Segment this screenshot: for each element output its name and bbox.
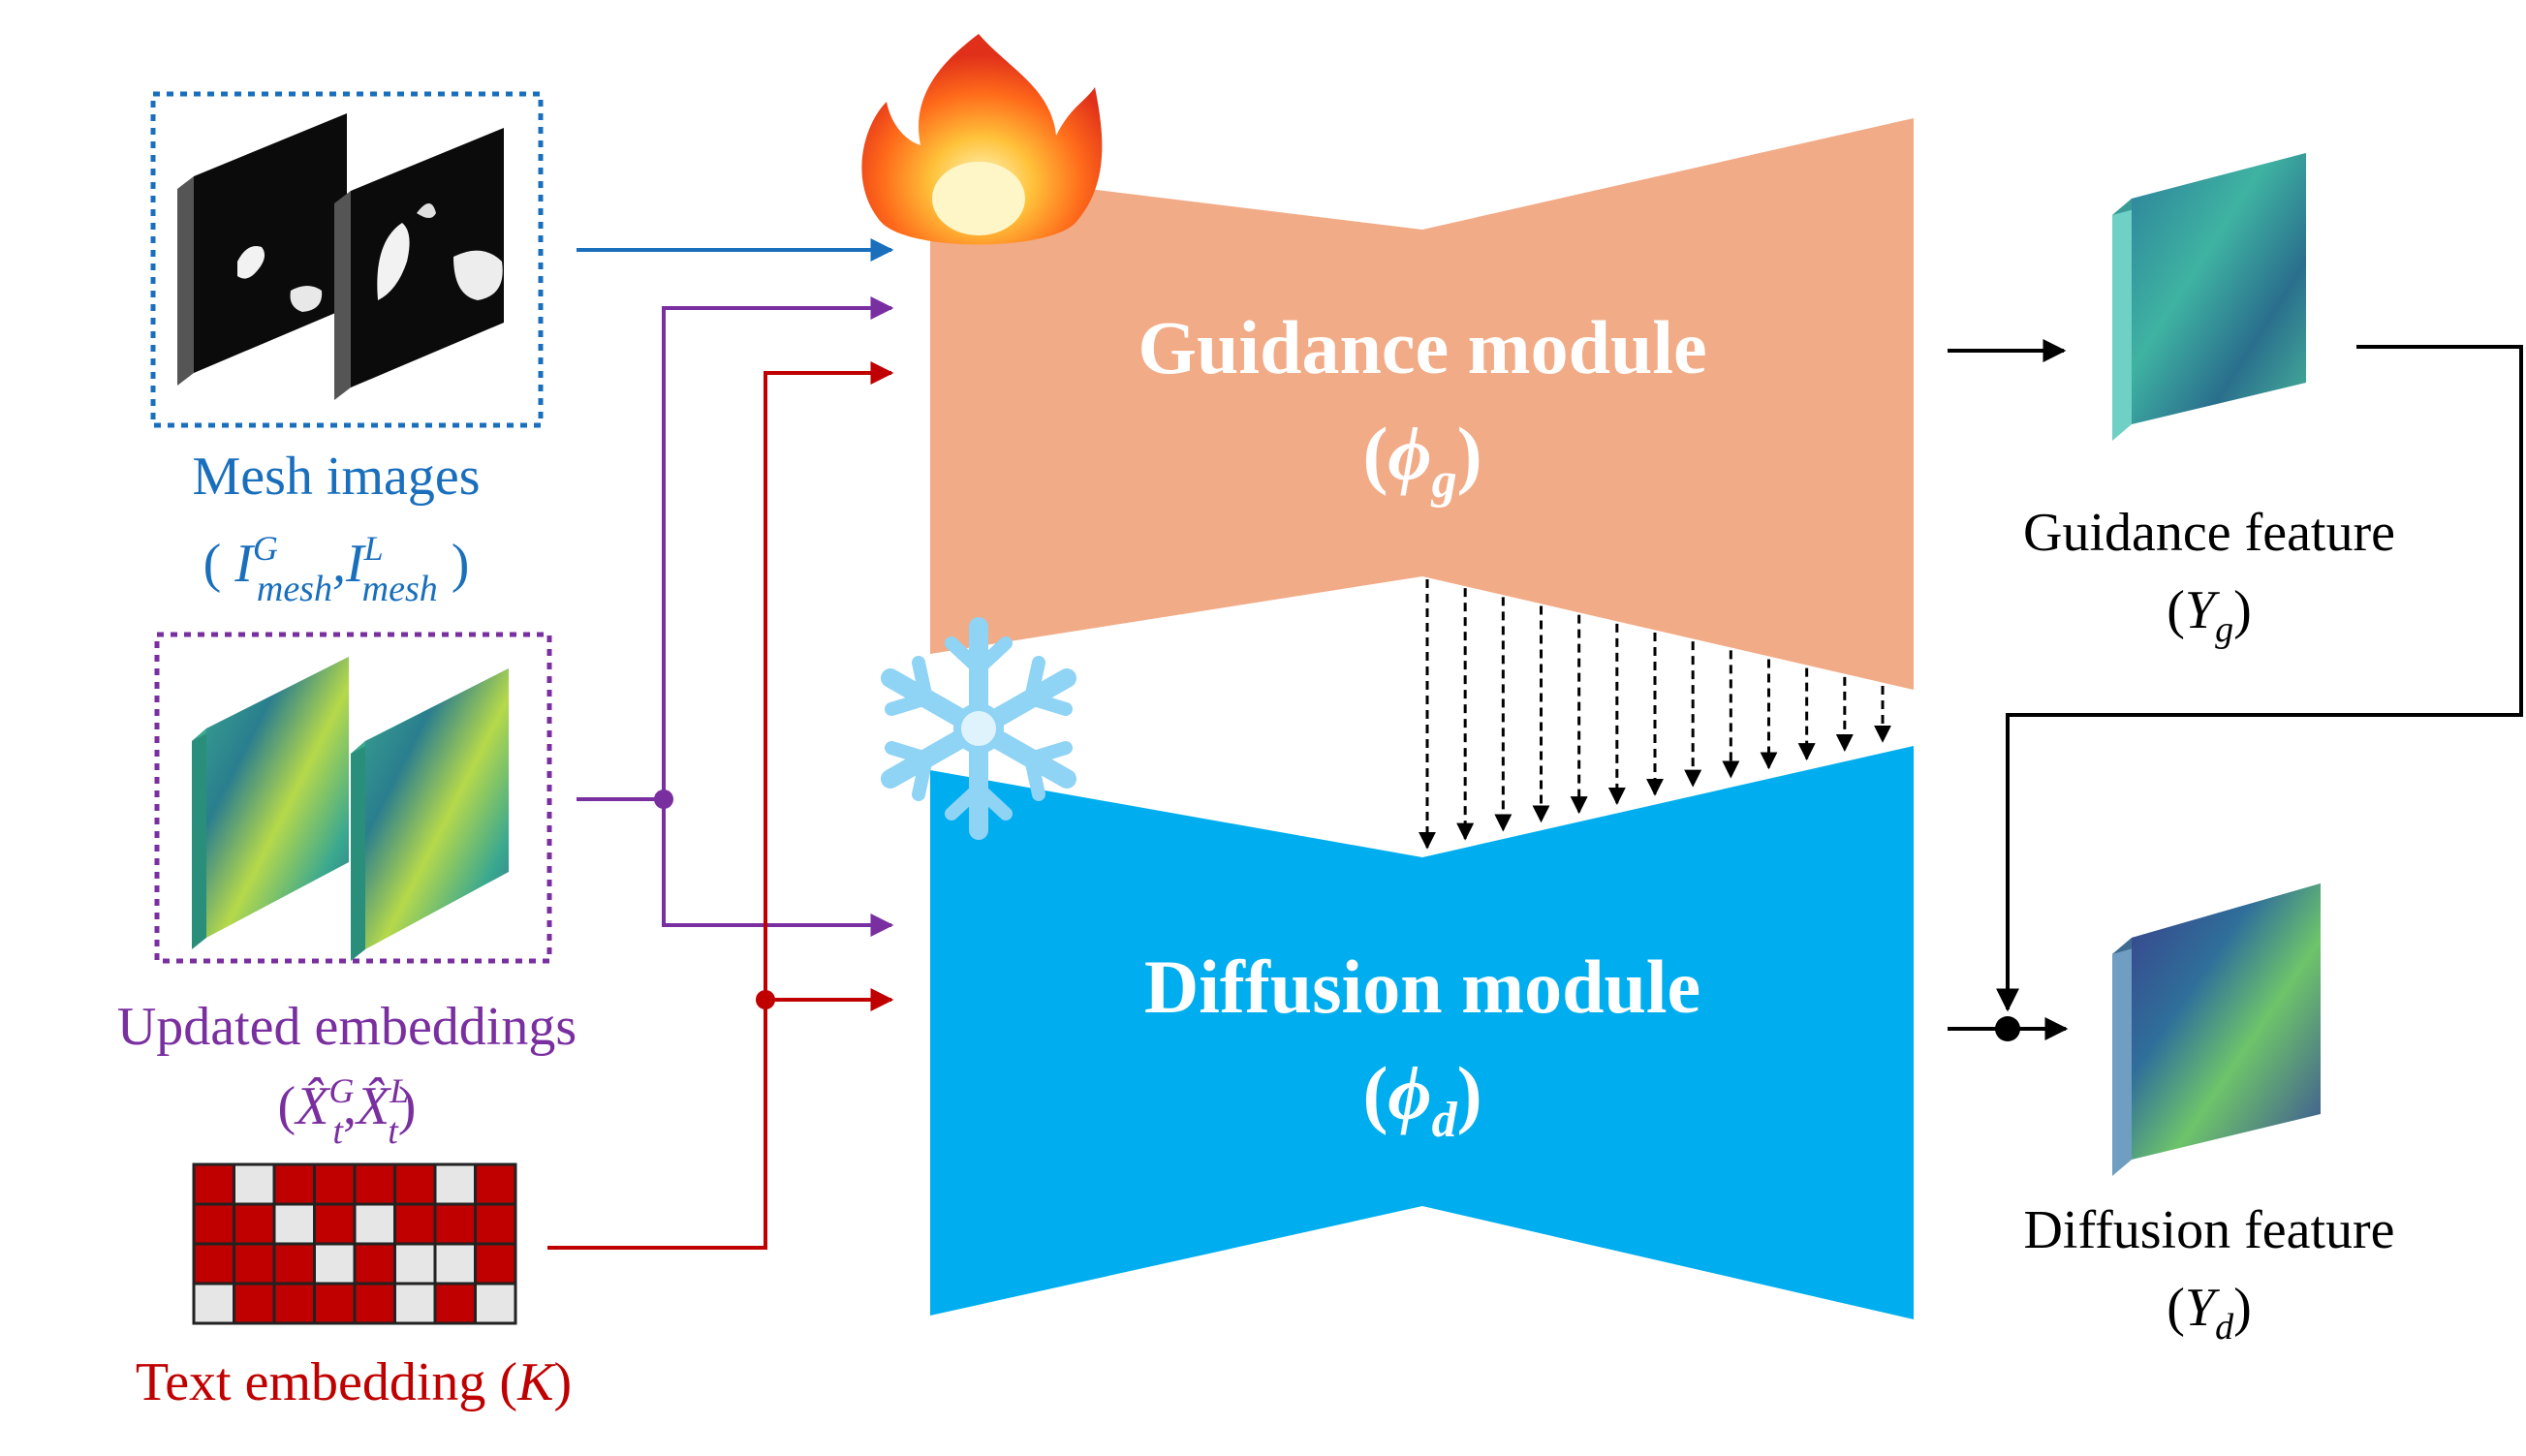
- guidance-feature-label: Guidance feature (Yg): [2023, 503, 2395, 650]
- text-embedding-cell: [192, 1282, 235, 1325]
- svg-text:(Yg): (Yg): [2167, 580, 2251, 650]
- text-embedding-cell: [353, 1242, 396, 1286]
- embeddings-to-guidance-arrow: [577, 296, 894, 801]
- text-embedding-cell: [393, 1202, 437, 1246]
- text-embedding-cell: [433, 1202, 477, 1246]
- text-embedding-cell: [474, 1282, 517, 1325]
- text-embedding-cell: [233, 1162, 276, 1206]
- text-embedding-cell: [313, 1162, 357, 1206]
- diffusion-module-block: [930, 746, 1914, 1319]
- svg-text:Guidance feature: Guidance feature: [2023, 503, 2395, 563]
- text-embedding-cell: [233, 1202, 276, 1246]
- skip-connection-arrows: [1419, 579, 1891, 850]
- text-embedding-cell: [433, 1242, 477, 1286]
- text-embedding-cell: [272, 1282, 316, 1325]
- text-embedding-cell: [353, 1162, 396, 1206]
- text-embedding-cell: [233, 1242, 276, 1286]
- svg-text:Updated embeddings: Updated embeddings: [117, 997, 577, 1057]
- svg-text:(Yd): (Yd): [2167, 1278, 2251, 1348]
- guidance-module-block: [930, 118, 1914, 690]
- text-embedding-cell: [313, 1202, 357, 1246]
- text-embedding-cell: [313, 1242, 357, 1286]
- text-embedding-cell: [233, 1282, 276, 1325]
- text-embedding-cell: [272, 1242, 316, 1286]
- embeddings-junction: [654, 790, 673, 809]
- text-embedding-cell: [192, 1242, 235, 1286]
- text-embedding-cell: [393, 1282, 437, 1325]
- svg-text:(X̂Gt,X̂Lt): (X̂Gt,X̂Lt): [278, 1071, 417, 1152]
- text-embedding-cell: [474, 1202, 517, 1246]
- text-embedding-cell: [192, 1162, 235, 1206]
- fire-icon: [861, 34, 1103, 245]
- diffusion-feature-map: [2112, 883, 2321, 1176]
- text-to-guidance-arrow: [547, 361, 894, 1250]
- fusion-junction: [1995, 1016, 2020, 1041]
- text-embedding-cell: [393, 1162, 437, 1206]
- embedding-map-2: [351, 668, 509, 961]
- text-embedding-cell: [393, 1242, 437, 1286]
- text-embedding-cell: [313, 1282, 357, 1325]
- svg-text:Mesh images: Mesh images: [192, 447, 480, 507]
- guidance-module-title: Guidance module (ϕg): [1138, 305, 1706, 509]
- text-embedding-cell: [433, 1282, 477, 1325]
- text-embedding-cell: [474, 1242, 517, 1286]
- diffusion-feature-label: Diffusion feature (Yd): [2023, 1200, 2394, 1348]
- svg-text:Guidance module: Guidance module: [1138, 305, 1706, 389]
- svg-text:Diffusion feature: Diffusion feature: [2023, 1200, 2394, 1260]
- svg-text:Text embedding (K): Text embedding (K): [136, 1352, 572, 1412]
- embeddings-box: [154, 632, 552, 964]
- text-embedding-cell: [474, 1162, 517, 1206]
- mesh-image-2: [334, 128, 504, 400]
- mesh-images-box: [150, 91, 544, 428]
- text-embedding-grid: [192, 1162, 517, 1325]
- svg-text:Diffusion module: Diffusion module: [1144, 945, 1700, 1029]
- text-embedding-cell: [272, 1162, 316, 1206]
- svg-text:(ϕd): (ϕd): [1362, 1051, 1481, 1148]
- embedding-map-1: [192, 657, 349, 949]
- text-embedding-label: Text embedding (K): [136, 1352, 572, 1412]
- svg-text:(ϕg): (ϕg): [1362, 412, 1481, 509]
- text-embedding-cell: [192, 1202, 235, 1246]
- text-junction: [756, 990, 775, 1009]
- text-embedding-cell: [353, 1282, 396, 1325]
- guidance-feature-map: [2112, 153, 2306, 441]
- mesh-image-1: [177, 113, 347, 386]
- text-embedding-cell: [433, 1162, 477, 1206]
- text-embedding-cell: [272, 1202, 316, 1246]
- diffusion-module-title: Diffusion module (ϕd): [1144, 945, 1700, 1148]
- embeddings-to-diffusion-arrow: [662, 799, 894, 937]
- snowflake-icon: [881, 617, 1076, 840]
- text-embedding-cell: [353, 1202, 396, 1246]
- guidance-feature-to-fusion-line: [1996, 345, 2523, 1012]
